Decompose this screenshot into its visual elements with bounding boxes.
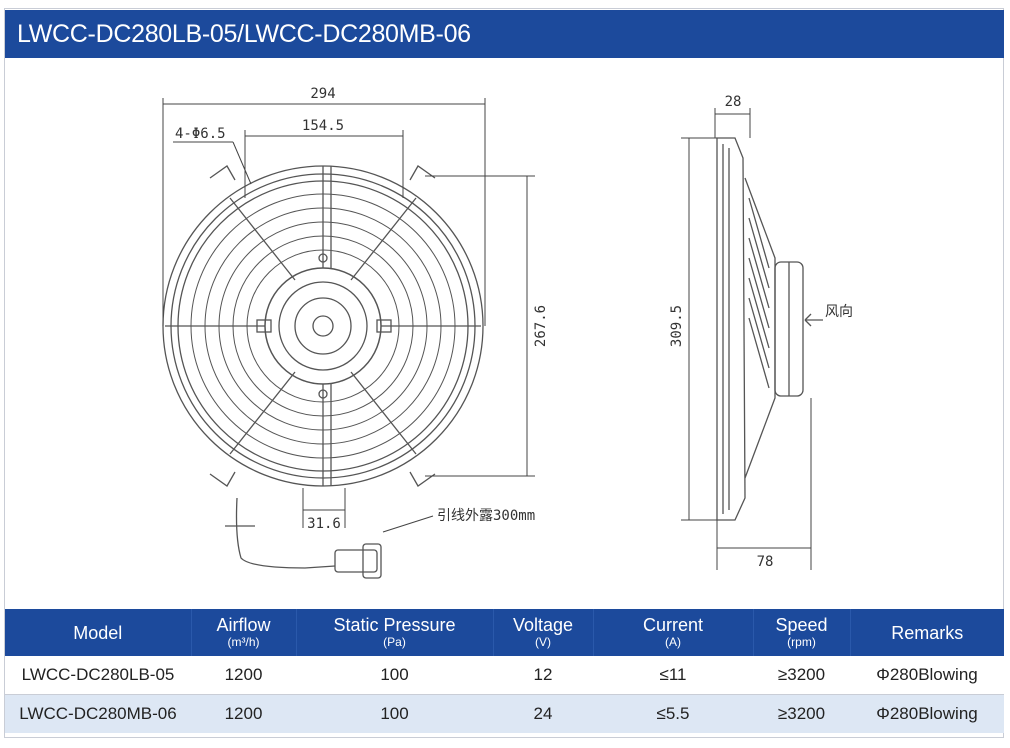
cell-voltage: 24 [493, 694, 593, 733]
cell-model: LWCC-DC280LB-05 [5, 656, 191, 695]
cell-voltage: 12 [493, 656, 593, 695]
spec-table: Model Airflow(m³/h) Static Pressure(Pa) … [5, 609, 1004, 733]
cell-model: LWCC-DC280MB-06 [5, 694, 191, 733]
page-title: LWCC-DC280LB-05/LWCC-DC280MB-06 [5, 10, 1004, 58]
cell-airflow: 1200 [191, 694, 296, 733]
cell-static-pressure: 100 [296, 694, 493, 733]
cell-current: ≤11 [593, 656, 753, 695]
header-voltage: Voltage(V) [492, 609, 593, 656]
table-row: LWCC-DC280LB-05 1200 100 12 ≤11 ≥3200 Φ2… [5, 656, 1004, 695]
cell-remarks: Φ280Blowing [850, 694, 1004, 733]
airflow-direction-label: 风向 [825, 304, 853, 320]
cell-speed: ≥3200 [753, 694, 850, 733]
dim-hole-spacing: 154.5 [302, 118, 344, 134]
dim-side-depth-top: 28 [725, 94, 742, 110]
lead-wire-note: 引线外露300mm [437, 508, 535, 524]
front-dimension-lines [162, 98, 535, 533]
cell-remarks: Φ280Blowing [850, 656, 1004, 695]
header-model: Model [5, 609, 191, 656]
side-dimension-lines [681, 108, 812, 570]
cell-speed: ≥3200 [753, 656, 850, 695]
dim-bottom-width: 31.6 [307, 516, 341, 532]
side-view [716, 137, 823, 521]
header-airflow: Airflow(m³/h) [190, 609, 296, 656]
cell-static-pressure: 100 [296, 656, 493, 695]
header-current: Current(A) [592, 609, 753, 656]
header-static-pressure: Static Pressure(Pa) [295, 609, 493, 656]
drawing-svg: 294 154.5 4-Φ6.5 267.6 31.6 引线外露300mm [162, 86, 853, 579]
dim-side-depth-bottom: 78 [757, 554, 774, 570]
table-header-row: Model Airflow(m³/h) Static Pressure(Pa) … [5, 609, 1004, 656]
fan-technical-drawing: 294 154.5 4-Φ6.5 267.6 31.6 引线外露300mm [5, 58, 1004, 608]
cell-airflow: 1200 [191, 656, 296, 695]
cell-current: ≤5.5 [593, 694, 753, 733]
dim-front-height: 267.6 [533, 305, 549, 347]
header-remarks: Remarks [849, 609, 1004, 656]
front-view [162, 165, 484, 579]
dim-overall-width: 294 [310, 86, 335, 102]
dim-side-height: 309.5 [669, 305, 685, 347]
dim-holes: 4-Φ6.5 [175, 126, 226, 142]
table-row: LWCC-DC280MB-06 1200 100 24 ≤5.5 ≥3200 Φ… [5, 694, 1004, 733]
header-speed: Speed(rpm) [752, 609, 850, 656]
